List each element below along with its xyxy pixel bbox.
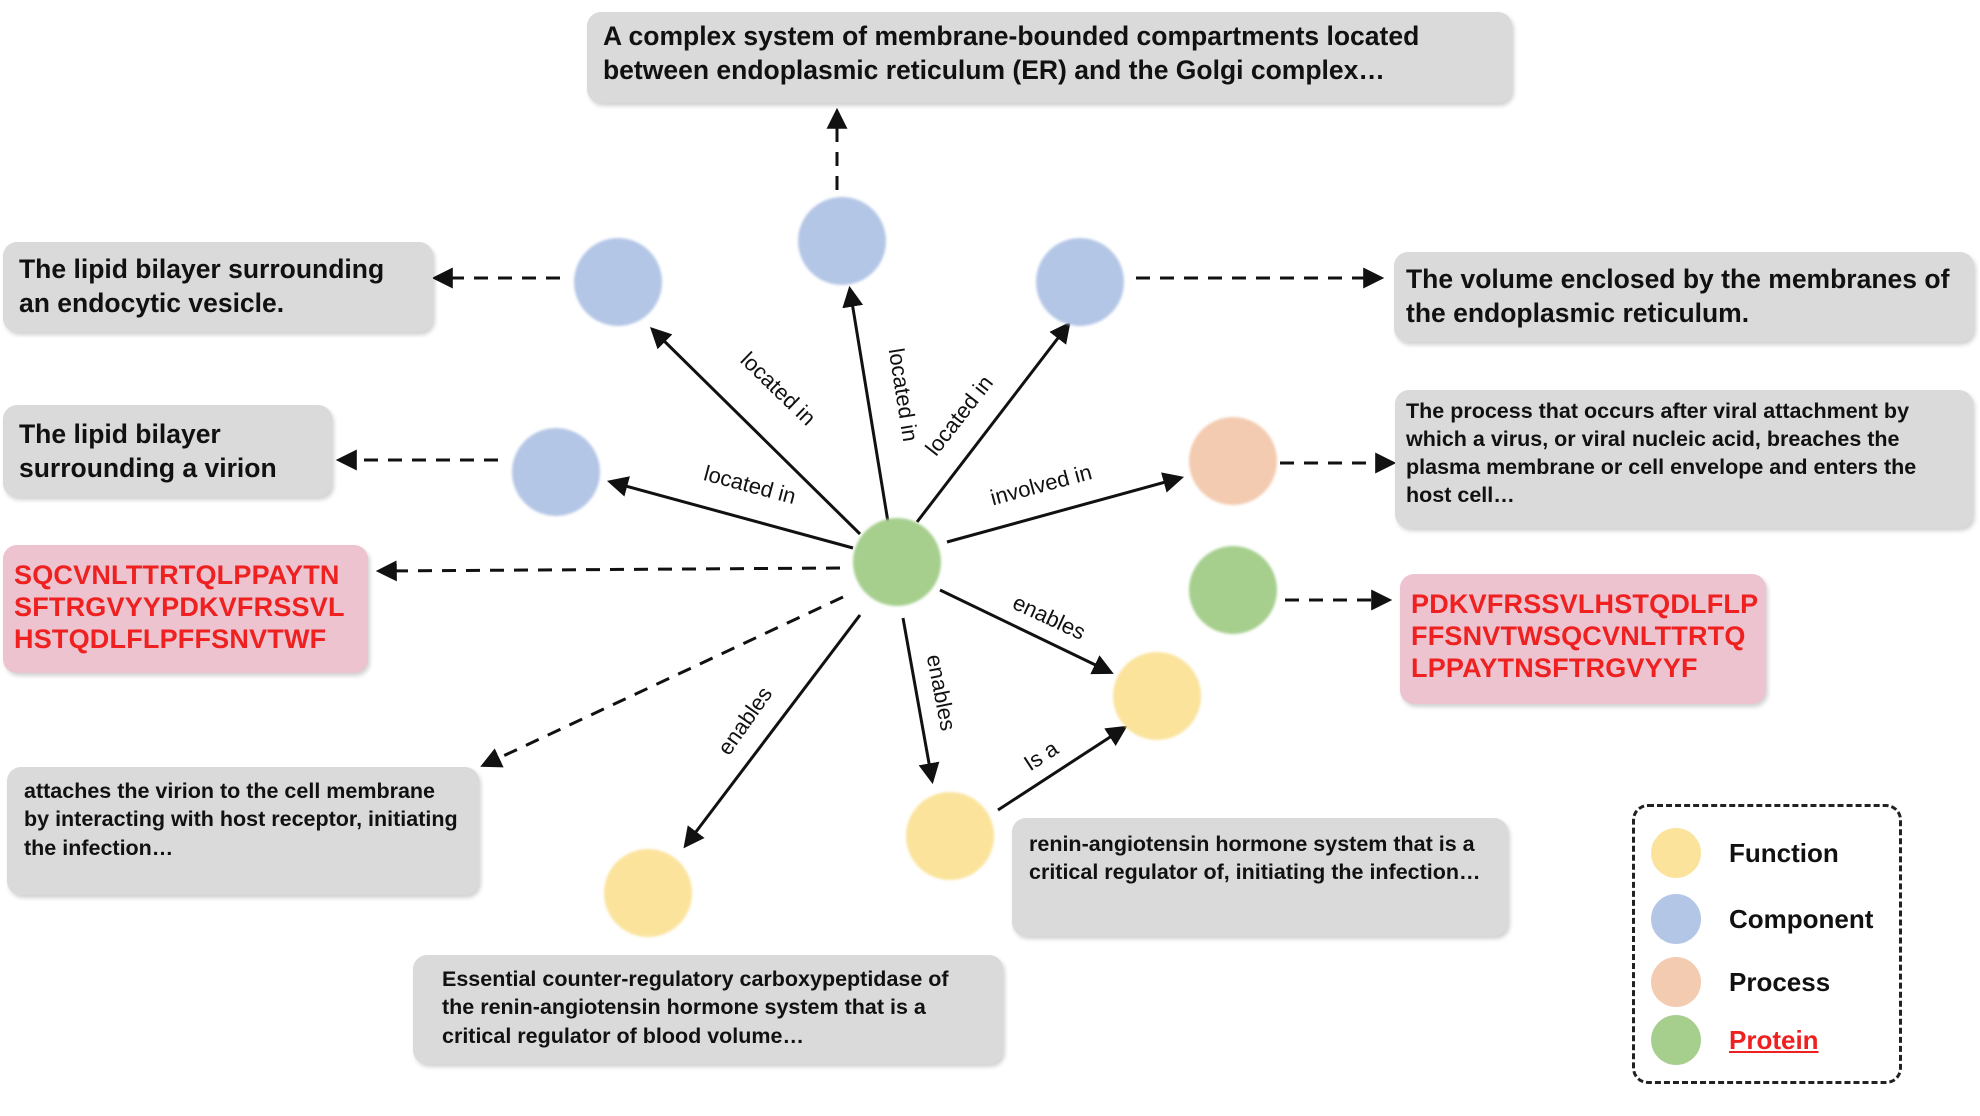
edge-enables-2 [901,617,940,785]
description-text-viral-process: The process that occurs after viral atta… [1406,399,1917,507]
description-text-endocytic: The lipid bilayer surrounding an endocyt… [19,254,385,319]
legend-label-protein[interactable]: Protein [1729,1024,1819,1055]
legend-swatch-function [1651,828,1701,878]
sequence-line: PDKVFRSSVLHSTQDLFLP [1411,589,1759,619]
description-text-carboxy: Essential counter-regulatory carboxypept… [442,967,949,1048]
node-protein-center[interactable] [853,518,941,606]
legend-swatch-protein [1651,1015,1701,1065]
sequence-line: FFSNVTWSQCVNLTTRTQ [1411,620,1746,651]
node-component-left[interactable] [512,428,600,516]
edge-located-in-1 [650,327,862,536]
sequence-box-right: PDKVFRSSVLHSTQDLFLP FFSNVTWSQCVNLTTRTQ L… [1400,574,1766,704]
edge-involved-in [946,472,1185,544]
description-box-virion: The lipid bilayer surrounding a virion [3,405,332,497]
sequence-box-left: SQCVNLTTRTQLPPAYTN SFTRGVYYPDKVFRSSVL HS… [3,545,368,673]
legend-item-component: Component [1651,893,1873,945]
description-box-viral-process: The process that occurs after viral atta… [1395,390,1973,528]
edge-enables-3 [683,614,862,849]
graph-nodes [512,197,1277,937]
description-text-top: A complex system of membrane-bounded com… [603,21,1420,86]
edge-label-located-in-2: located in [884,346,923,443]
edge-is-a [997,725,1128,812]
legend-label-component: Component [1729,903,1874,934]
description-text-renin: renin-angiotensin hormone system that is… [1029,832,1481,885]
node-component-top[interactable] [798,197,886,285]
dashed-arrow-attach [480,595,844,768]
sequence-line: SFTRGVYYPDKVFRSSVL [14,591,345,622]
node-process-right[interactable] [1189,417,1277,505]
description-text-virion: The lipid bilayer surrounding a virion [19,419,277,484]
edge-label-involved-in: involved in [988,459,1095,510]
description-box-er-volume: The volume enclosed by the membranes of … [1394,252,1974,342]
legend-swatch-component [1651,894,1701,944]
edge-label-enables-2: enables [922,652,961,732]
node-function-bottom-left[interactable] [604,849,692,937]
legend-label-function: Function [1729,837,1839,868]
edge-label-located-in-1: located in [736,347,821,430]
node-function-bottom-mid[interactable] [906,792,994,880]
legend-item-function: Function [1651,827,1839,879]
edge-enables-1 [939,588,1114,675]
description-box-top: A complex system of membrane-bounded com… [587,12,1512,103]
sequence-line: SQCVNLTTRTQLPPAYTN [14,560,340,590]
node-function-right[interactable] [1113,652,1201,740]
legend-item-protein: Protein [1651,1014,1819,1066]
edge-located-in-3 [915,321,1071,523]
edge-label-enables-1: enables [1009,590,1089,645]
node-component-upper-left[interactable] [574,238,662,326]
edge-located-in-4 [606,476,854,550]
description-box-renin: renin-angiotensin hormone system that is… [1012,818,1508,936]
relation-edges [606,285,1185,849]
edge-label-located-in-4: located in [701,460,798,509]
node-protein-right[interactable] [1189,546,1277,634]
description-box-carboxy: Essential counter-regulatory carboxypept… [413,955,1003,1064]
description-text-attach: attaches the virion to the cell membrane… [24,779,458,860]
description-box-attach: attaches the virion to the cell membrane… [7,767,479,895]
legend-label-process: Process [1729,966,1831,997]
dashed-arrow-seq-left [375,560,841,582]
edge-label-enables-3: enables [713,682,778,759]
description-box-endocytic: The lipid bilayer surrounding an endocyt… [3,242,433,332]
legend: Function Component Process Protein [1632,804,1902,1084]
sequence-line: LPPAYTNSFTRGVYYF [1411,652,1698,683]
legend-item-process: Process [1651,956,1830,1008]
description-text-er-volume: The volume enclosed by the membranes of … [1406,264,1950,329]
edge-label-is-a: Is a [1019,735,1063,776]
description-arrows [335,107,1397,768]
edge-located-in-2 [842,285,890,523]
edge-label-located-in-3: located in [920,371,998,461]
legend-swatch-process [1651,957,1701,1007]
sequence-line: HSTQDLFLPFFSNVTWF [14,623,327,654]
node-component-upper-right[interactable] [1036,238,1124,326]
